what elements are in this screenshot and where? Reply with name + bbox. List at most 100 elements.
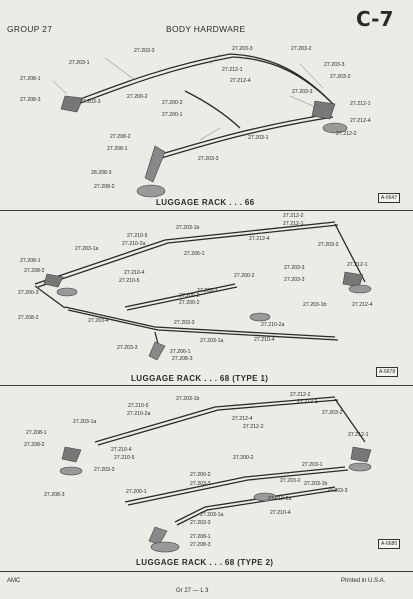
callout: 27.203-3 <box>284 277 305 283</box>
callout: 27.203-1a <box>75 246 99 252</box>
callout: 27.210-5 <box>128 403 149 409</box>
callout: 27.203-3 <box>117 345 138 351</box>
callout: 27.203-3 <box>284 265 305 271</box>
callout: 27.206-1 <box>184 251 205 257</box>
callout: 27.212-1 <box>347 262 368 268</box>
panel-66 <box>5 36 408 208</box>
callout: 27.208-1 <box>107 146 128 152</box>
callout: 27.210-2a <box>122 241 146 247</box>
callout: 27.208-1 <box>20 76 41 82</box>
callout: 27.212-1 <box>222 67 243 73</box>
footer-right: Printed in U.S.A. <box>341 578 386 584</box>
callout: 27.210-5 <box>119 278 140 284</box>
callout: 27.203-3 <box>198 156 219 162</box>
figure-number: A-6647 <box>378 193 401 203</box>
panel-caption: LUGGAGE RACK . . . 68 (TYPE 1) <box>131 374 269 383</box>
callout: 27.200-1 <box>126 489 147 495</box>
panel-divider <box>0 210 413 211</box>
callout: 27.203-1a <box>73 419 97 425</box>
callout: 27.203-1b <box>304 481 328 487</box>
figure-number: A-6680 <box>378 539 401 549</box>
panel-68-type2 <box>5 387 408 567</box>
callout: 27.208-1 <box>20 258 41 264</box>
callout: 27.203-3 <box>174 320 195 326</box>
callout: 28.208-3 <box>91 170 112 176</box>
callout: 27.203-1a <box>200 338 224 344</box>
callout: 27.212-1 <box>283 221 304 227</box>
callout: 27.200-3 <box>18 290 39 296</box>
callout: 27.203-1a <box>200 512 224 518</box>
callout: 27.203-2 <box>330 74 351 80</box>
callout: 27.203-1b <box>176 396 200 402</box>
callout: 27.212-1 <box>348 432 369 438</box>
panel-68-type1 <box>5 212 408 382</box>
callout: 27.210-4 <box>254 337 275 343</box>
callout: 27.203-3 <box>324 62 345 68</box>
callout: 27.203-3 <box>94 467 115 473</box>
callout: 27.212-2 <box>336 131 357 137</box>
callout: 27.210-4 <box>124 270 145 276</box>
callout: 27.203-4 <box>88 318 109 324</box>
callout: 27.203-3 <box>232 46 253 52</box>
panel-divider <box>0 571 413 572</box>
callout: 27.203-1b <box>176 225 200 231</box>
callout: 27.208-1 <box>26 430 47 436</box>
drawing-68-type2 <box>59 396 372 553</box>
callout: 27.200-2 <box>179 293 200 299</box>
panel-caption: LUGGAGE RACK . . . 68 (TYPE 2) <box>136 558 274 567</box>
callout: 27.208-1 <box>190 534 211 540</box>
callout: 27.203-2 <box>280 478 301 484</box>
callout: 27.200-2 <box>179 300 200 306</box>
callout: 27.212-2 <box>290 392 311 398</box>
callout: 27.203-1b <box>303 302 327 308</box>
drawing-68-type1 <box>34 221 372 361</box>
callout: 27.203-1 <box>302 462 323 468</box>
panel-divider <box>0 385 413 386</box>
page-title: BODY HARDWARE <box>166 24 246 34</box>
callout: 27.208-3 <box>190 542 211 548</box>
callout: 27.203-3 <box>292 89 313 95</box>
callout: 27.212-2 <box>283 213 304 219</box>
callout: 27.203-3 <box>190 520 211 526</box>
callout: 27.210-4 <box>111 447 132 453</box>
callout: 27.212-1 <box>297 399 318 405</box>
callout: 27.206-1 <box>170 349 191 355</box>
callout: 27.212-2 <box>243 424 264 430</box>
callout: 27.212-4 <box>232 416 253 422</box>
callout: 27.208-3 <box>44 492 65 498</box>
callout: 27.208-2 <box>110 134 131 140</box>
callout: 27.203-2 <box>291 46 312 52</box>
footer-center: Gr 27 — L 3 <box>176 588 209 594</box>
callout: 27.208-3 <box>172 356 193 362</box>
callout: 27.200-2 <box>190 472 211 478</box>
callout: 27.203-2 <box>318 242 339 248</box>
callout: 27.208-2 <box>24 268 45 274</box>
callout: 27.210-5 <box>127 233 148 239</box>
callout: 27.203-3 <box>197 288 218 294</box>
callout: 27.212-1 <box>350 101 371 107</box>
callout: 27.210-2a <box>261 322 285 328</box>
callout: 27.210-2a <box>268 496 292 502</box>
callout: 27.210-5 <box>114 455 135 461</box>
section-number: C-7 <box>356 7 394 31</box>
callout: 27.203-3 <box>80 99 101 105</box>
callout: 27.203-3 <box>190 481 211 487</box>
callout: 27.208-2 <box>18 315 39 321</box>
footer-left: AMC <box>7 578 21 584</box>
callout: 27.200-2 <box>127 94 148 100</box>
callout: 27.212-4 <box>230 78 251 84</box>
callout: 27.203-1 <box>248 135 269 141</box>
figure-number: A-6678 <box>376 367 399 377</box>
drawing-66 <box>52 53 348 198</box>
callout: 27.203-3 <box>327 488 348 494</box>
panel-caption: LUGGAGE RACK . . . 66 <box>156 198 255 207</box>
callout: 27.200-2 <box>233 455 254 461</box>
group-label: GROUP 27 <box>7 24 53 34</box>
callout: 27.203-3 <box>134 48 155 54</box>
callout: 27.200-2 <box>234 273 255 279</box>
callout: 27.208-2 <box>24 442 45 448</box>
callout: 27.208-2 <box>94 184 115 190</box>
callout: 27.212-4 <box>352 302 373 308</box>
callout: 27.200-2 <box>162 100 183 106</box>
callout: 27.208-3 <box>20 97 41 103</box>
